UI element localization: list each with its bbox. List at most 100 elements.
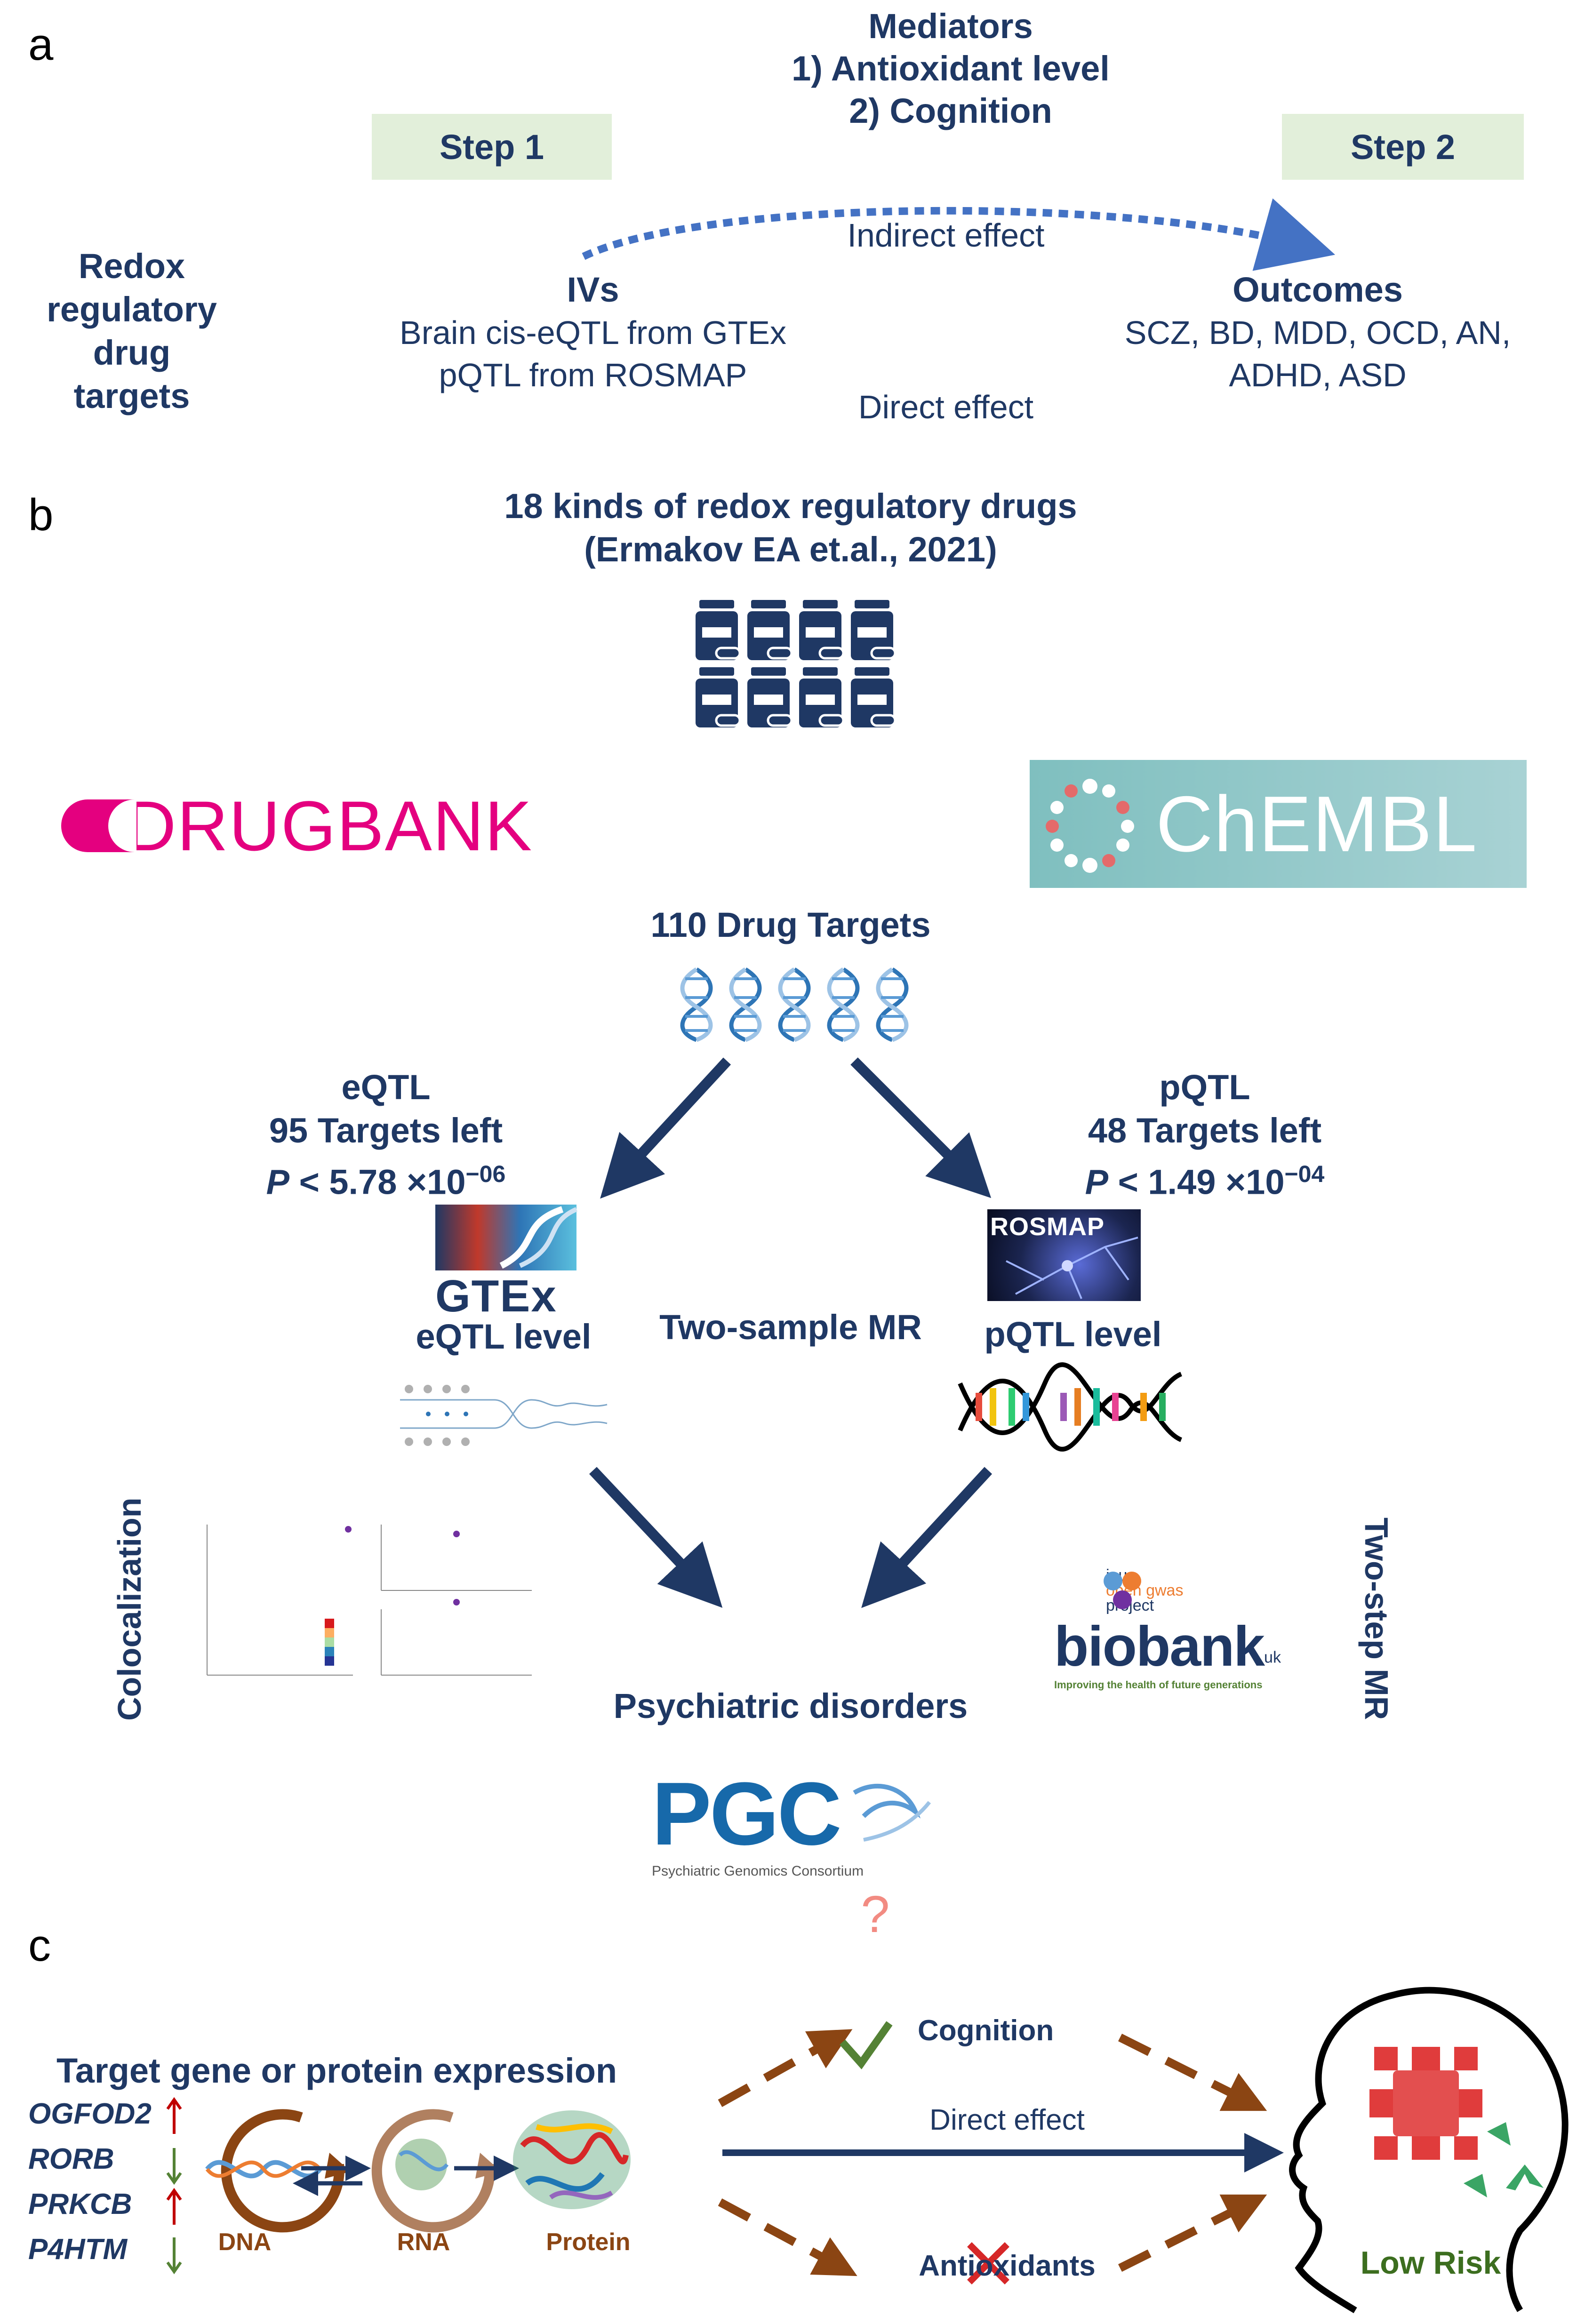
pgc-logo: PGC Psychiatric Genomics Consortium <box>652 1769 944 1882</box>
drugs-title: 18 kinds of redox regulatory drugs (Erma… <box>424 485 1158 571</box>
down-arrow-icon <box>166 2148 182 2185</box>
pgc-wordmark: PGC <box>652 1764 842 1864</box>
arrow-to-eqtl <box>600 1057 731 1199</box>
gtex-logo: GTEx <box>435 1205 581 1321</box>
chembl-hexagon-icon <box>1046 779 1134 873</box>
redox-label-line: targets <box>73 376 190 415</box>
gene-row: P4HTM <box>28 2227 207 2272</box>
dna-icon <box>827 967 860 1042</box>
pqtl-p-symbol: P <box>1085 1162 1109 1202</box>
pill-bottle-icon <box>696 600 741 660</box>
gene-name: PRKCB <box>28 2188 132 2220</box>
pill-bottle-icon <box>696 667 741 727</box>
cross-icon <box>967 2242 1009 2284</box>
eqtl-title: eQTL <box>341 1068 431 1107</box>
drugs-title-line1: 18 kinds of redox regulatory drugs <box>504 487 1077 526</box>
uk-biobank-logo: biobankuk Improving the health of future… <box>1054 1614 1308 1691</box>
dna-icon <box>680 967 713 1042</box>
direct-effect-label-c: Direct effect <box>929 2104 1085 2136</box>
panel-label-c: c <box>28 1920 51 1971</box>
up-arrow-icon <box>166 2188 182 2225</box>
antioxidants-label: Antioxidants <box>919 2250 1096 2282</box>
two-step-mr-label: Two-step MR <box>1358 1517 1395 1720</box>
arrow-antioxidants-to-head <box>1118 2194 1267 2272</box>
ieu-logo-icon <box>1104 1572 1141 1609</box>
gene-row: PRKCB <box>28 2182 207 2227</box>
arrow-eqtl-to-psych <box>589 1467 723 1608</box>
dna-cycle-icon <box>205 2109 351 2233</box>
arrow-to-cognition <box>718 2029 853 2107</box>
gene-list: OGFOD2 RORB PRKCB P4HTM <box>28 2092 207 2272</box>
outcomes-title: Outcomes <box>1233 270 1403 309</box>
brain-network-icon <box>1369 2047 1482 2160</box>
chembl-wordmark: ChEMBL <box>1156 779 1478 868</box>
ivs-title: IVs <box>567 270 619 309</box>
down-arrow-icon <box>166 2237 182 2275</box>
pgc-subtitle: Psychiatric Genomics Consortium <box>652 1863 864 1879</box>
pgc-helix-icon <box>853 1784 931 1842</box>
rosmap-wordmark: ROSMAP <box>990 1213 1105 1241</box>
eqtl-level-label: eQTL level <box>416 1317 592 1356</box>
biobank-tagline: Improving the health of future generatio… <box>1054 1679 1263 1691</box>
ivs-block: IVs Brain cis-eQTL from GTEx pQTL from R… <box>358 268 828 396</box>
direct-effect-label-a: Direct effect <box>858 389 1034 425</box>
drugs-title-line2: (Ermakov EA et.al., 2021) <box>584 530 997 569</box>
pill-bottle-icon <box>747 667 793 727</box>
cognition-label: Cognition <box>918 2014 1054 2047</box>
pqtl-block: pQTL 48 Targets left P < 1.49 ×10−04 <box>1026 1066 1384 1204</box>
panel-label-b: b <box>28 490 54 540</box>
pill-bottle-icon <box>799 667 845 727</box>
rosmap-neuron-icon <box>1006 1237 1138 1299</box>
eqtl-targets-left: 95 Targets left <box>269 1111 503 1150</box>
dna-icon <box>778 967 811 1042</box>
step1-box: Step 1 <box>372 114 612 180</box>
outcomes-line1: SCZ, BD, MDD, OCD, AN, <box>1124 314 1511 351</box>
pill-bottle-icon <box>799 600 845 660</box>
dna-icon <box>729 967 762 1042</box>
indirect-effect-label: Indirect effect <box>847 217 1045 254</box>
dna-label: DNA <box>218 2228 272 2256</box>
pqtl-targets-left: 48 Targets left <box>1088 1111 1322 1150</box>
eqtl-p-value: < 5.78 ×10 <box>289 1162 466 1202</box>
ivs-line2: pQTL from ROSMAP <box>439 357 747 393</box>
arrow-to-antioxidants <box>718 2198 857 2276</box>
redox-label-line: Redox <box>78 247 185 286</box>
gene-name: RORB <box>28 2143 114 2175</box>
target-expression-title: Target gene or protein expression <box>56 2051 617 2090</box>
protein-structure-icon <box>513 2110 631 2209</box>
low-risk-label: Low Risk <box>1360 2245 1501 2281</box>
redox-label-line: regulatory <box>47 290 217 329</box>
green-fragments-icon <box>1464 2122 1544 2197</box>
gtex-helix-icon <box>499 1206 578 1269</box>
rosmap-logo: ROSMAP <box>987 1209 1141 1301</box>
mediator-2: 2) Cognition <box>849 91 1052 130</box>
checkmark-icon <box>840 2021 893 2069</box>
gene-row: RORB <box>28 2137 207 2182</box>
redox-targets-label: Redox regulatory drug targets <box>19 245 245 418</box>
pill-bottle-icon <box>747 600 793 660</box>
psychiatric-disorders-label: Psychiatric disorders <box>613 1686 968 1725</box>
step2-label: Step 2 <box>1350 127 1456 167</box>
eqtl-p-threshold: P < 5.78 ×10−06 <box>221 1152 551 1204</box>
dna-icon <box>876 967 909 1042</box>
mediator-1: 1) Antioxidant level <box>792 49 1110 88</box>
drugbank-wordmark: DRUGBANK <box>125 786 533 865</box>
pill-bottle-icon <box>851 667 897 727</box>
two-sample-mr-label: Two-sample MR <box>659 1308 922 1347</box>
drug-targets-count: 110 Drug Targets <box>650 905 931 944</box>
drugbank-pill-icon <box>61 799 136 852</box>
indirect-effect-arrow <box>582 198 1336 271</box>
biobank-uk: uk <box>1264 1648 1281 1667</box>
eqtl-block: eQTL 95 Targets left P < 5.78 ×10−06 <box>221 1066 551 1204</box>
up-arrow-icon <box>166 2097 182 2134</box>
gtex-wordmark: GTEx <box>435 1271 557 1321</box>
mediators-title: Mediators <box>868 7 1033 46</box>
step1-label: Step 1 <box>439 127 544 167</box>
